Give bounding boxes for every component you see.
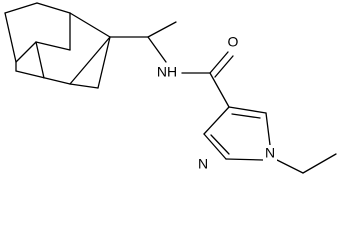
bond [97, 36, 111, 89]
bond [4, 2, 38, 14]
bond [209, 51, 229, 74]
bond [265, 112, 271, 146]
amide-nitrogen-label: NH [157, 64, 177, 80]
bond [69, 36, 111, 85]
bond [231, 113, 261, 119]
bond [35, 41, 45, 79]
bond-lines [4, 2, 337, 174]
bond [210, 134, 230, 155]
bond [69, 83, 99, 89]
bond [225, 158, 264, 161]
bond [147, 36, 167, 63]
bond [276, 159, 304, 174]
molecule-structure: NH O N N [4, 2, 337, 174]
bond [203, 133, 227, 160]
bond [4, 12, 17, 63]
bond [35, 41, 71, 51]
pyrazole-n2-label: N [198, 156, 208, 172]
carbonyl-oxygen-label: O [228, 34, 239, 50]
atom-labels: NH O N N [155, 34, 277, 173]
bond [15, 41, 37, 63]
bond [209, 72, 230, 108]
bond [69, 12, 111, 38]
bond [302, 153, 337, 174]
bond [228, 106, 267, 114]
pyrazole-n1-label: N [265, 145, 275, 161]
bond [203, 106, 230, 135]
bond [36, 2, 71, 14]
bond [15, 70, 71, 85]
bond [147, 21, 177, 38]
bond [214, 55, 234, 78]
